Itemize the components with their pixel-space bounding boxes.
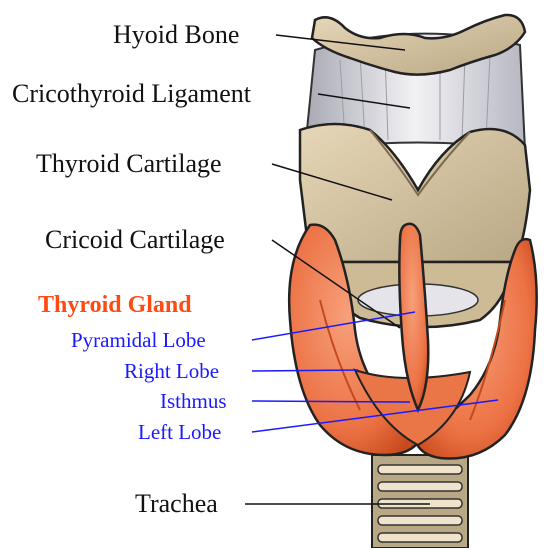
label-thyroid-cartilage: Thyroid Cartilage [36, 151, 222, 177]
label-left-lobe: Left Lobe [138, 422, 221, 443]
label-trachea: Trachea [135, 491, 218, 517]
label-isthmus: Isthmus [160, 391, 227, 412]
trachea-shape [372, 455, 468, 548]
label-right-lobe: Right Lobe [124, 361, 219, 382]
label-hyoid-bone: Hyoid Bone [113, 22, 239, 48]
label-thyroid-gland: Thyroid Gland [38, 293, 192, 317]
label-cricothyroid-ligament: Cricothyroid Ligament [12, 81, 251, 107]
label-cricoid-cartilage: Cricoid Cartilage [45, 227, 225, 253]
label-pyramidal-lobe: Pyramidal Lobe [71, 330, 206, 351]
